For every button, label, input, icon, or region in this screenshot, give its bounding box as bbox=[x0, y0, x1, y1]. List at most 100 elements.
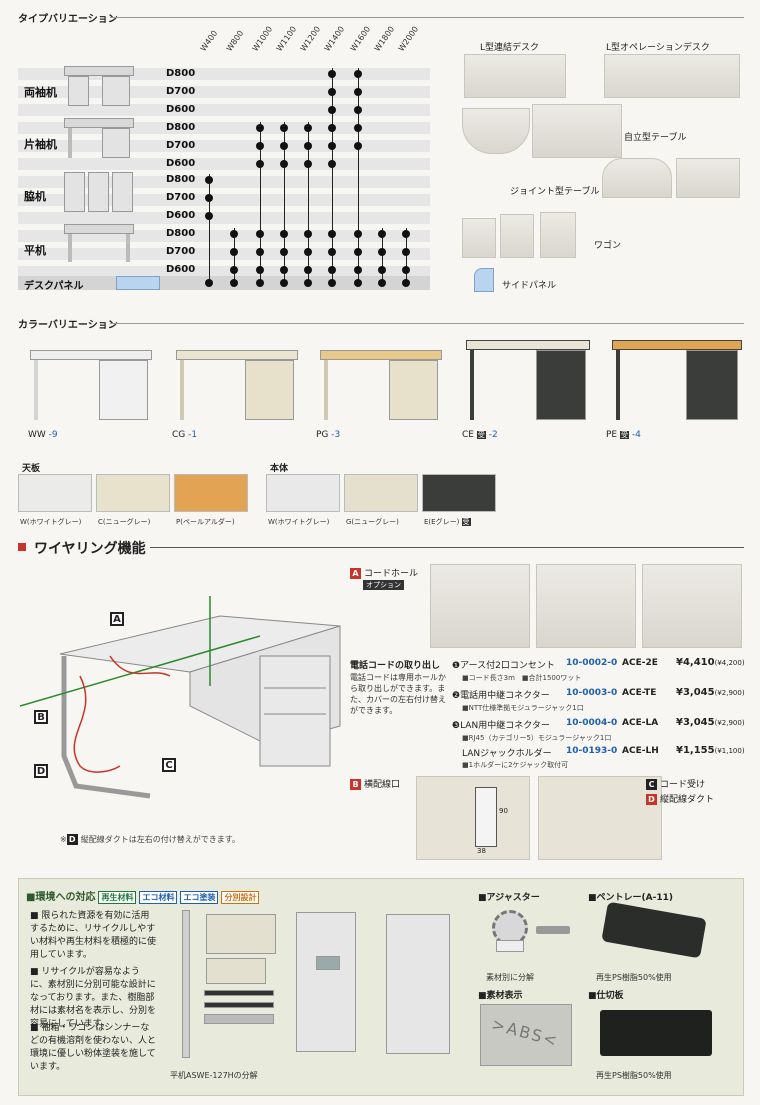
model-pg: PG -3 bbox=[316, 430, 340, 440]
cord-tray-photo bbox=[538, 776, 662, 860]
swatch-caption: W(ホワイトグレー) bbox=[20, 518, 82, 526]
wiring-diagram bbox=[20, 596, 341, 799]
wiring-note-text: 縦配線ダクトは左右の付け替えができます。 bbox=[80, 835, 240, 844]
item-price: ¥4,410(¥4,200) bbox=[676, 657, 745, 668]
standalone-table-label: 自立型テーブル bbox=[624, 133, 687, 143]
dim-label: 90 bbox=[499, 807, 508, 815]
color-variation-title: カラーバリエーション bbox=[18, 320, 118, 331]
width-label: W800 bbox=[224, 28, 246, 53]
swatch-caption: G(ニューグレー) bbox=[346, 518, 399, 526]
depth-label: D700 bbox=[166, 246, 196, 257]
cord-hole-label: コードホール bbox=[364, 569, 419, 579]
model-num: -9 bbox=[48, 430, 58, 440]
group-name: 両袖机 bbox=[24, 86, 57, 99]
order-mark-icon: 受 bbox=[620, 431, 629, 439]
section-marker-icon bbox=[18, 543, 26, 551]
depth-label: D600 bbox=[166, 264, 196, 275]
swatch-body-e bbox=[422, 474, 496, 512]
swatch-body-g bbox=[344, 474, 418, 512]
l-desk-label: L型連結デスク bbox=[480, 43, 540, 53]
type-variation-title: タイプバリエーション bbox=[18, 14, 118, 25]
option-badge: オプション bbox=[363, 580, 404, 590]
color-desk-pg bbox=[320, 350, 442, 420]
item-model: ACE-LH bbox=[622, 746, 659, 756]
phone-title: 電話コードの取り出し bbox=[350, 661, 441, 671]
b-label: 横配線口 bbox=[364, 780, 401, 790]
item-price: ¥1,155(¥1,100) bbox=[676, 745, 745, 756]
width-label: W400 bbox=[198, 28, 220, 53]
depth-label: D800 bbox=[166, 174, 196, 185]
item-price-sub: (¥1,100) bbox=[714, 747, 745, 755]
swatch-caption: W(ホワイトグレー) bbox=[268, 518, 330, 526]
side-panel-image bbox=[474, 268, 494, 292]
l-desk-image bbox=[464, 54, 566, 98]
item-note: ■コード長さ3m ■合計1500ワット bbox=[462, 674, 582, 682]
item-model: ACE-LA bbox=[622, 718, 659, 728]
item-price: ¥3,045(¥2,900) bbox=[676, 717, 745, 728]
depth-label: D700 bbox=[166, 86, 196, 97]
item-2: ❷電話用中継コネクター bbox=[452, 688, 550, 701]
item-code: 10-0004-0 bbox=[566, 718, 618, 728]
width-label: W1100 bbox=[274, 24, 299, 53]
env-bullet: ■ 限られた資源を有効に活用するために、リサイクルしやすい材料や再生材料を積極的… bbox=[30, 911, 157, 960]
swatch-caption-text: E(Eグレー) bbox=[424, 518, 460, 526]
marker-a: A bbox=[110, 612, 124, 626]
width-label: W2000 bbox=[396, 24, 421, 53]
model-code: PG bbox=[316, 430, 329, 440]
model-code: WW bbox=[28, 430, 46, 440]
d-label: 縦配線ダクト bbox=[660, 795, 715, 805]
side-wiring-port-photo: 90 38 bbox=[416, 776, 530, 860]
swatch-top-w bbox=[18, 474, 92, 512]
item-name: LAN用中継コネクター bbox=[460, 721, 550, 731]
item-name: 電話用中継コネクター bbox=[460, 691, 550, 701]
group-name: 脇机 bbox=[24, 190, 46, 203]
material-mark: >ABS< bbox=[489, 1014, 561, 1051]
item-name: アース付2口コンセント bbox=[460, 661, 555, 671]
model-code: CG bbox=[172, 430, 186, 440]
model-code: PE bbox=[606, 430, 618, 440]
marker-b: B bbox=[34, 710, 48, 724]
color-desk-pe bbox=[612, 340, 742, 420]
marker-c: C bbox=[162, 758, 176, 772]
standalone-table-image bbox=[532, 104, 622, 158]
item-note: ■NTT仕様準拠モジュラージャック1口 bbox=[462, 704, 584, 712]
item-price: ¥3,045(¥2,900) bbox=[676, 687, 745, 698]
wagon-label: ワゴン bbox=[594, 241, 622, 251]
env-title: ■環境への対応再生材料エコ材料エコ塗装分別設計 bbox=[26, 888, 260, 904]
item-price-sub: (¥4,200) bbox=[714, 659, 745, 667]
desk-panel-label: デスクパネル bbox=[24, 281, 84, 292]
item-price-sub: (¥2,900) bbox=[714, 719, 745, 727]
joint-table-image-2 bbox=[676, 158, 740, 198]
material-label: ■素材表示 bbox=[478, 991, 523, 1001]
adjuster-label: ■アジャスター bbox=[478, 893, 540, 903]
depth-label: D700 bbox=[166, 192, 196, 203]
item-3: ❸LAN用中継コネクター bbox=[452, 718, 550, 731]
flat-desk-image bbox=[64, 224, 134, 262]
item-code: 10-0003-0 bbox=[566, 688, 618, 698]
phone-desc: 電話コードは専用ホールから取り出しができます。また、カバーの左右付け替えができま… bbox=[350, 673, 446, 715]
marker-d-inline: D bbox=[646, 794, 657, 805]
env-bullet: ■ リサイクルが容易なように、素材別に分別可能な設計になっております。また、樹脂… bbox=[30, 967, 157, 1029]
width-label: W1000 bbox=[250, 24, 275, 53]
desk-panel-image bbox=[116, 276, 160, 290]
type-matrix: W400 W800 W1000 W1100 W1200 W1400 W1600 … bbox=[18, 25, 438, 300]
item-number: ❸ bbox=[452, 721, 461, 731]
wagon-image-3 bbox=[540, 212, 576, 258]
divider-label: ■仕切板 bbox=[588, 991, 624, 1001]
pen-tray-caption: 再生PS樹脂50%使用 bbox=[596, 973, 672, 982]
double-pedestal-desk-image bbox=[64, 66, 134, 106]
adjuster-bolt-image bbox=[536, 926, 570, 934]
top-label: 天板 bbox=[22, 464, 41, 474]
item-price-sub: (¥2,900) bbox=[714, 689, 745, 697]
wiring-title: ワイヤリング機能 bbox=[34, 541, 146, 557]
env-bullet: ■ 袖箱・ワゴンはシンナーなどの有機溶剤を使わない、人と環境に優しい粉体塗装を施… bbox=[30, 1023, 157, 1072]
depth-label: D600 bbox=[166, 158, 196, 169]
item-number: ❶ bbox=[452, 661, 461, 671]
marker-d-inline: D bbox=[66, 834, 78, 845]
env-tag: 再生材料 bbox=[98, 891, 137, 904]
cord-hole-photo-1 bbox=[430, 564, 530, 648]
width-label: W1600 bbox=[348, 24, 373, 53]
